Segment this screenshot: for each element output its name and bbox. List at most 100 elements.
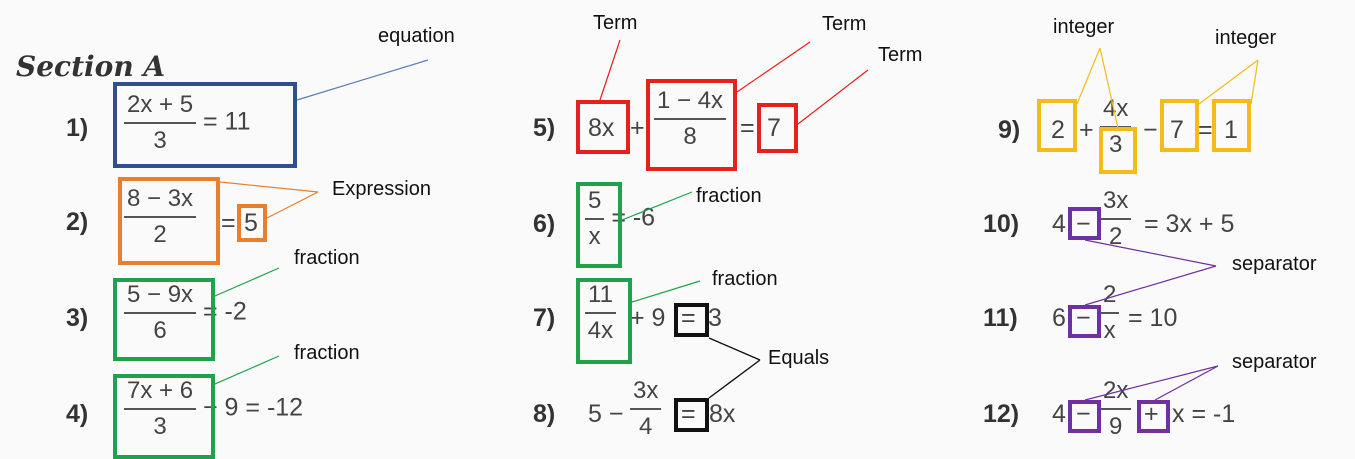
fraction: 2 x: [1100, 280, 1120, 346]
numerator: 2x + 5: [127, 91, 194, 118]
fraction: 1 − 4x 8: [654, 86, 727, 152]
rhs-value: 5: [244, 209, 258, 237]
problem-number: 6): [533, 210, 556, 238]
section-title: Section A: [16, 50, 166, 83]
fraction: 2x + 5 3: [124, 90, 197, 156]
fraction-highlight-box: [576, 278, 632, 364]
equation-rhs: = 11: [203, 107, 251, 136]
callout-line: [736, 41, 811, 93]
label-fraction: fraction: [696, 185, 762, 207]
numerator: 2x: [1103, 377, 1129, 404]
separator-minus: −: [1076, 400, 1091, 428]
callout-line: [266, 191, 319, 219]
lhs-integer: 4: [1052, 400, 1066, 428]
term-highlight-box: [576, 100, 630, 154]
separator-highlight-box: [1068, 305, 1101, 338]
equation-rhs: = 3x + 5: [1144, 210, 1235, 238]
separator-highlight-box: [1068, 207, 1101, 240]
equation-rhs: = 10: [1128, 304, 1178, 332]
denominator: 9: [1109, 413, 1123, 440]
fraction: 11 4x: [585, 280, 616, 346]
numerator: 4x: [1103, 95, 1129, 122]
denominator: 2: [1109, 223, 1123, 250]
equals-sign: =: [221, 209, 236, 237]
problem-number: 4): [66, 400, 89, 428]
callout-line: [708, 359, 761, 399]
problem-number: 1): [66, 114, 89, 142]
fraction-highlight-box: [113, 278, 215, 361]
term-fraction: 1 − 4x 8: [654, 86, 727, 152]
equals-highlight-box: [674, 398, 709, 432]
integer-highlight-box: [1099, 127, 1137, 174]
label-equation: equation: [378, 25, 455, 47]
fraction-bar: [585, 218, 605, 220]
fraction-bar: [124, 216, 197, 218]
equation-rhs: x = -1: [1172, 400, 1236, 428]
fraction: 5 x: [585, 186, 605, 252]
plus-sign: +: [630, 114, 645, 142]
label-fraction: fraction: [712, 268, 778, 290]
numerator: 5: [588, 187, 602, 214]
fraction: 5 − 9x 6: [124, 280, 197, 346]
fraction-bar: [124, 122, 197, 124]
problem-number: 2): [66, 208, 89, 236]
denominator: 3: [1109, 131, 1123, 158]
fraction-bar: [1100, 408, 1132, 410]
denominator: 4: [639, 413, 653, 440]
problem-number: 11): [983, 304, 1018, 332]
problem-number: 9): [998, 116, 1021, 144]
rhs-value: 8x: [709, 400, 736, 428]
label-integer: integer: [1053, 16, 1115, 38]
label-term: Term: [822, 13, 867, 35]
separator-minus: −: [1076, 210, 1091, 238]
integer-highlight-box: [1037, 99, 1077, 152]
plus-nine: + 9: [630, 304, 666, 332]
label-term: Term: [593, 12, 638, 34]
label-term: Term: [878, 44, 923, 66]
numerator: 1 − 4x: [657, 87, 724, 114]
callout-line: [708, 337, 761, 361]
equals-sign: =: [1198, 116, 1213, 144]
callout-line: [631, 280, 701, 303]
lhs-integer: 6: [1052, 304, 1066, 332]
term-7: 7: [767, 114, 781, 142]
equation-3: 5 − 9x 6 = -2: [124, 280, 247, 346]
integer-1: 1: [1224, 116, 1238, 144]
denominator: 2: [153, 221, 167, 248]
denominator: 8: [683, 123, 697, 150]
term-highlight-box: [757, 103, 798, 153]
callout-line: [296, 59, 429, 101]
fraction-highlight-box: [113, 374, 215, 459]
equation-rhs: − 9 = -12: [203, 393, 304, 422]
term-8x: 8x: [588, 114, 615, 142]
equation-7: 11 4x: [585, 280, 616, 346]
callout-line: [797, 69, 869, 125]
separator-highlight-box: [1137, 400, 1170, 433]
label-fraction: fraction: [294, 247, 360, 269]
numerator: 2: [1103, 281, 1117, 308]
fraction-bar: [585, 312, 616, 314]
equation-12-fraction: 2x 9: [1100, 376, 1132, 442]
expression-highlight-box: [237, 204, 267, 242]
numerator: 3x: [633, 377, 659, 404]
problem-number: 7): [533, 304, 556, 332]
equals-sign: =: [681, 400, 696, 428]
fraction: 3x 2: [1100, 186, 1132, 252]
fraction-bar: [654, 118, 727, 120]
lhs-prefix: 5 −: [588, 400, 624, 428]
numerator: 8 − 3x: [127, 185, 194, 212]
denominator: 3: [153, 127, 167, 154]
separator-highlight-box: [1068, 400, 1101, 433]
minus-sign: −: [1143, 116, 1158, 144]
label-equals: Equals: [768, 347, 830, 369]
denominator: x: [1103, 317, 1116, 344]
problem-number: 8): [533, 400, 556, 428]
callout-line: [219, 181, 319, 193]
separator-plus: +: [1144, 400, 1159, 428]
fraction: 8 − 3x 2: [124, 184, 197, 250]
label-expression: Expression: [332, 178, 431, 200]
equation-8-fraction: 3x 4: [630, 376, 662, 442]
term-highlight-box: [646, 79, 737, 171]
equation-highlight-box: [113, 82, 297, 168]
